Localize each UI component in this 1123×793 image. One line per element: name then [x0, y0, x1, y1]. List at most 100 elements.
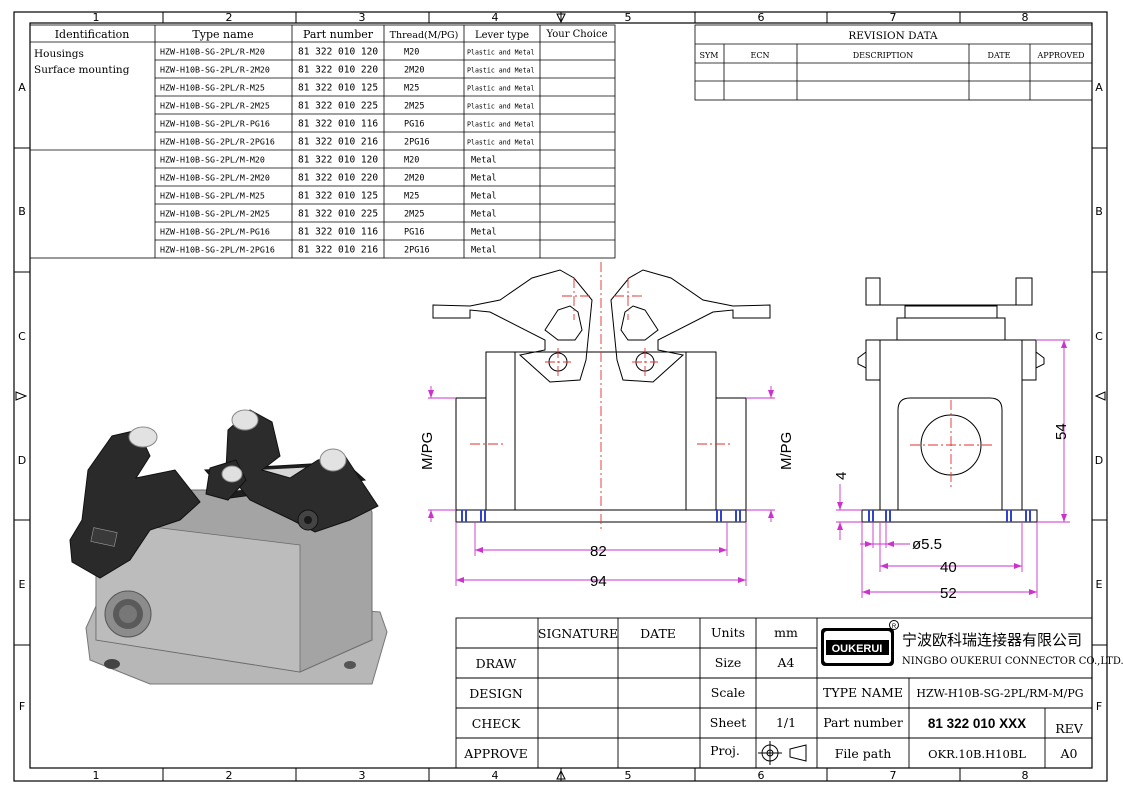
cell-type-name: HZW-H10B-SG-2PL/R-2M20: [160, 65, 270, 75]
parts-table-headers: Identification Type name Part number Thr…: [55, 28, 608, 41]
cell-thread: M20: [404, 48, 419, 58]
col-number: 6: [758, 769, 765, 782]
cell-part-number: 81 322 010 225: [298, 209, 378, 220]
tb-sheet-value: 1/1: [776, 715, 796, 730]
parts-table: [29, 24, 616, 259]
tb-file-path-label: File path: [835, 746, 892, 761]
identification-line: Housings: [34, 48, 84, 60]
cell-type-name: HZW-H10B-SG-2PL/R-2M25: [160, 101, 270, 111]
col-number: 2: [226, 769, 233, 782]
cell-lever-type: Plastic and Metal: [467, 49, 535, 57]
cell-type-name: HZW-H10B-SG-2PL/M-2M25: [160, 209, 270, 219]
tb-size-value: A4: [777, 655, 795, 670]
tb-signature: SIGNATURE: [538, 626, 618, 641]
lever-right: [225, 409, 379, 533]
tb-type-name-value: HZW-H10B-SG-2PL/RM-M/PG: [916, 687, 1083, 700]
tb-part-number-value: 81 322 010 XXX: [928, 716, 1026, 731]
cell-part-number: 81 322 010 225: [298, 101, 378, 112]
dimension-labels: M/PG M/PG 82 94 54 4 ø5.5 40 52: [419, 423, 1070, 602]
cell-part-number: 81 322 010 216: [298, 245, 378, 256]
front-view: [432, 269, 771, 523]
row-letter: F: [1096, 700, 1102, 713]
revision-col-sym: SYM: [700, 51, 719, 60]
tb-date: DATE: [640, 626, 676, 641]
cell-lever-type: Plastic and Metal: [467, 85, 535, 93]
cell-thread: 2M20: [404, 174, 424, 184]
dim-52: 52: [940, 585, 957, 602]
row-letter: C: [1095, 330, 1103, 343]
col-number: 3: [359, 11, 366, 24]
cell-lever-type: Metal: [471, 192, 497, 202]
col-number: 7: [890, 769, 897, 782]
col-number: 6: [758, 11, 765, 24]
tb-sheet-label: Sheet: [710, 715, 746, 730]
projection-symbol-icon: [758, 741, 807, 765]
row-letter: A: [1095, 81, 1103, 94]
title-block-labels: SIGNATURE DATE DRAW DESIGN CHECK APPROVE…: [463, 625, 1083, 761]
tb-draw: DRAW: [476, 656, 517, 671]
revision-col-description: DESCRIPTION: [853, 51, 913, 60]
front-centerlines: [470, 262, 733, 532]
dim-94: 94: [590, 573, 607, 590]
cell-type-name: HZW-H10B-SG-2PL/R-M25: [160, 83, 265, 93]
cell-part-number: 81 322 010 125: [298, 83, 378, 94]
header-type-name: Type name: [192, 28, 253, 41]
company-logo: OUKERUI R: [821, 620, 899, 666]
tb-design: DESIGN: [469, 686, 523, 701]
logo-registered: R: [892, 624, 897, 630]
tb-type-name-label: TYPE NAME: [823, 685, 903, 700]
cell-type-name: HZW-H10B-SG-2PL/M-M25: [160, 191, 265, 201]
header-identification: Identification: [55, 28, 130, 41]
side-centerlines: [910, 400, 992, 490]
revision-table: [694, 24, 1093, 101]
dimension-arrows: [428, 340, 1067, 595]
col-number: 5: [625, 11, 632, 24]
logo-text: OUKERUI: [832, 643, 883, 655]
row-letter: F: [19, 700, 25, 713]
revision-col-ecn: ECN: [751, 51, 770, 60]
cell-lever-type: Metal: [471, 246, 497, 256]
tb-scale-label: Scale: [711, 685, 745, 700]
dim-40: 40: [940, 559, 957, 576]
cell-lever-type: Metal: [471, 174, 497, 184]
dimension-lines: [428, 339, 1070, 598]
col-number: 2: [226, 11, 233, 24]
cell-part-number: 81 322 010 120: [298, 155, 378, 166]
tb-units-value: mm: [774, 625, 798, 640]
frame-labels: 1 2 3 4 5 6 7 8 1 2 3 4 5 6 7 8 A B C D …: [18, 11, 1103, 782]
tb-file-path-value: OKR.10B.H10BL: [928, 747, 1026, 761]
header-thread: Thread(M/PG): [390, 30, 459, 41]
cell-lever-type: Plastic and Metal: [467, 139, 535, 147]
cell-type-name: HZW-H10B-SG-2PL/R-2PG16: [160, 137, 275, 147]
col-number: 1: [93, 11, 100, 24]
lever-profile-right: [610, 269, 771, 383]
cell-part-number: 81 322 010 116: [298, 119, 378, 130]
revision-title: REVISION DATA: [848, 30, 938, 42]
cell-part-number: 81 322 010 216: [298, 137, 378, 148]
cell-type-name: HZW-H10B-SG-2PL/R-M20: [160, 47, 265, 57]
cell-lever-type: Metal: [471, 228, 497, 238]
row-letter: B: [18, 205, 26, 218]
cell-thread: 2M20: [404, 66, 424, 76]
row-letter: C: [18, 330, 26, 343]
revision-col-approved: APPROVED: [1036, 51, 1084, 60]
cell-lever-type: Plastic and Metal: [467, 67, 535, 75]
row-letter: D: [1095, 454, 1103, 467]
tb-approve: APPROVE: [463, 746, 527, 761]
cell-thread: 2PG16: [404, 138, 430, 148]
cell-thread: PG16: [404, 120, 424, 130]
header-part-number: Part number: [303, 28, 374, 41]
cell-part-number: 81 322 010 220: [298, 173, 378, 184]
col-number: 7: [890, 11, 897, 24]
cell-lever-type: Metal: [471, 156, 497, 166]
tb-check: CHECK: [472, 716, 521, 731]
cell-lever-type: Metal: [471, 210, 497, 220]
dim-54: 54: [1053, 423, 1070, 440]
mounting-hole: [104, 659, 120, 669]
col-number: 1: [93, 769, 100, 782]
revision-col-date: DATE: [988, 51, 1011, 60]
dim-mpg-right: M/PG: [778, 432, 795, 470]
mounting-hole: [344, 661, 356, 669]
tb-proj-label: Proj.: [710, 743, 740, 758]
